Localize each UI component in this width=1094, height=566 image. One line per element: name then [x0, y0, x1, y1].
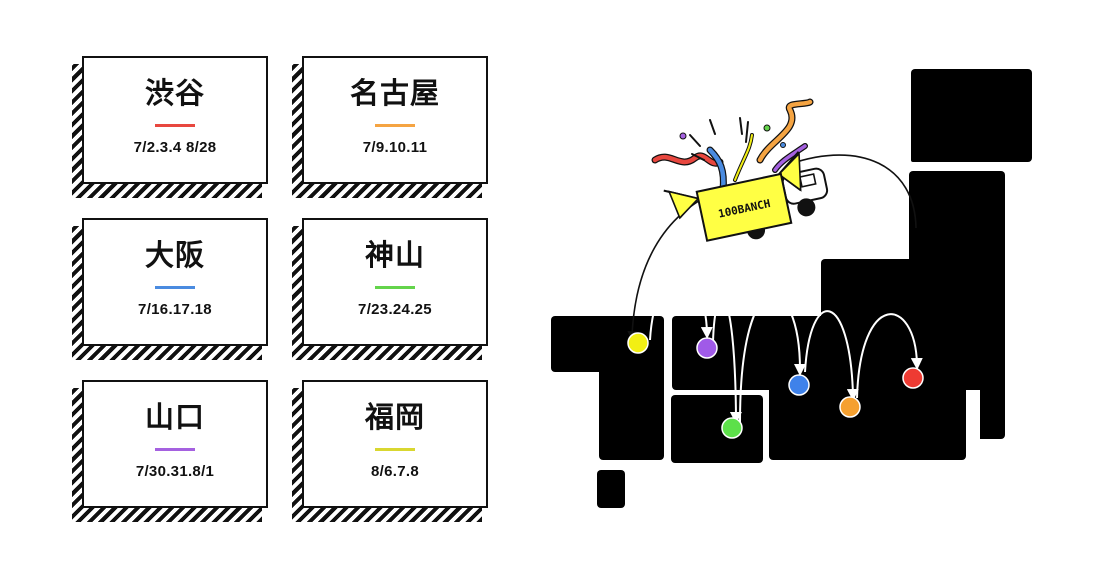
- event-dates: 7/23.24.25: [358, 301, 432, 318]
- stop-blue: [788, 374, 810, 396]
- event-dates: 7/16.17.18: [138, 301, 212, 318]
- event-card-kamiyama: 神山 7/23.24.25: [292, 218, 490, 360]
- city-name: 渋谷: [144, 76, 205, 110]
- card-body: 名古屋 7/9.10.11: [302, 56, 488, 184]
- event-card-shibuya: 渋谷 7/2.3.4 8/28: [72, 56, 270, 198]
- stop-yellow: [627, 332, 649, 354]
- japan-tour-map: 100BANCH: [551, 69, 1032, 508]
- event-dates: 7/9.10.11: [362, 139, 428, 156]
- color-bar: [155, 124, 195, 127]
- event-card-yamaguchi: 山口 7/30.31.8/1: [72, 380, 270, 522]
- card-body: 福岡 8/6.7.8: [302, 380, 488, 508]
- event-card-nagoya: 名古屋 7/9.10.11: [292, 56, 490, 198]
- event-dates: 8/6.7.8: [371, 463, 419, 480]
- city-name: 神山: [364, 238, 425, 272]
- tour-stops: [627, 332, 924, 439]
- city-name: 福岡: [364, 400, 425, 434]
- card-body: 大阪 7/16.17.18: [82, 218, 268, 346]
- map-landmass: [551, 69, 1032, 508]
- event-dates: 7/30.31.8/1: [135, 463, 215, 480]
- event-dates: 7/2.3.4 8/28: [133, 139, 217, 156]
- event-card-osaka: 大阪 7/16.17.18: [72, 218, 270, 360]
- city-name: 名古屋: [349, 76, 440, 110]
- card-body: 神山 7/23.24.25: [302, 218, 488, 346]
- color-bar: [375, 124, 415, 127]
- stop-orange: [839, 396, 861, 418]
- truck-icon: 100BANCH: [663, 151, 829, 242]
- city-name: 大阪: [144, 238, 205, 272]
- stop-purple: [696, 337, 718, 359]
- route-arcs-white: [649, 276, 923, 424]
- city-name: 山口: [144, 400, 205, 434]
- event-card-fukuoka: 福岡 8/6.7.8: [292, 380, 490, 522]
- card-body: 山口 7/30.31.8/1: [82, 380, 268, 508]
- stop-red: [902, 367, 924, 389]
- card-body: 渋谷 7/2.3.4 8/28: [82, 56, 268, 184]
- stop-green: [721, 417, 743, 439]
- confetti-icon: [651, 98, 814, 194]
- color-bar: [155, 286, 195, 289]
- color-bar: [375, 448, 415, 451]
- color-bar: [375, 286, 415, 289]
- color-bar: [155, 448, 195, 451]
